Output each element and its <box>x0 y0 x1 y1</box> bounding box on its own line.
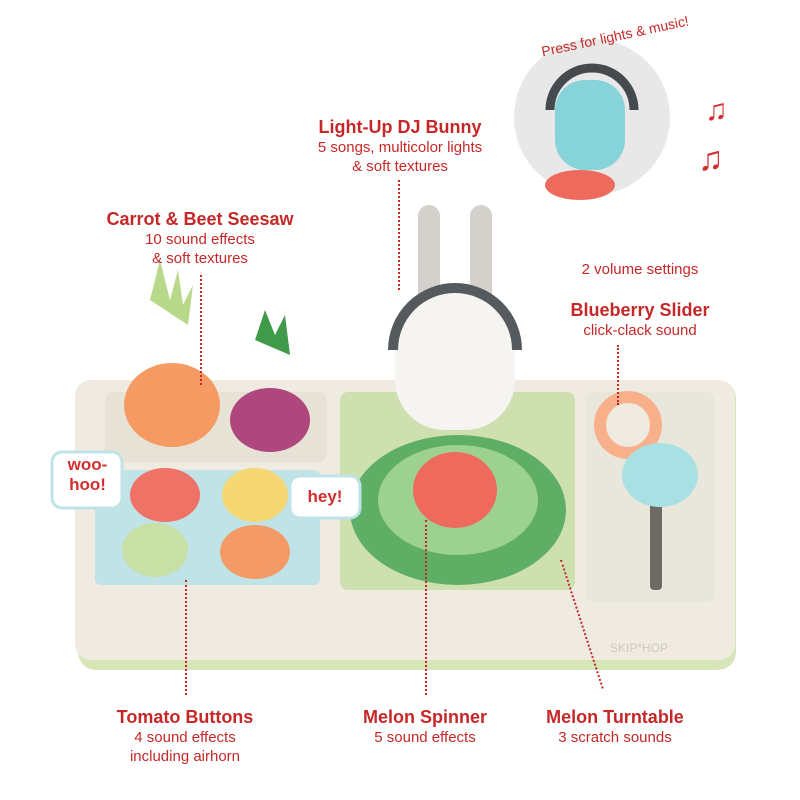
callout-line: 3 scratch sounds <box>558 729 672 746</box>
beet-leaves <box>255 310 290 355</box>
tomato-button[interactable] <box>130 468 200 522</box>
callout-title: Carrot & Beet Seesaw <box>106 209 294 229</box>
callout-bunny: Light-Up DJ Bunny 5 songs, multicolor li… <box>290 117 510 176</box>
callout-title: Light-Up DJ Bunny <box>318 117 482 137</box>
leader-line <box>398 180 400 290</box>
carrot-leaves <box>150 260 193 325</box>
carrot <box>124 363 220 447</box>
bubble-text-right: hey! <box>307 487 343 506</box>
callout-title: Melon Turntable <box>546 707 684 727</box>
callout-title: Melon Spinner <box>362 707 487 727</box>
inset-melon <box>545 170 615 200</box>
callout-turntable: Melon Turntable 3 scratch sounds <box>515 707 715 747</box>
beet <box>230 388 310 452</box>
music-note-icon: ♫ <box>698 140 724 178</box>
callout-line: 5 songs, multicolor lights <box>317 139 483 156</box>
inset-bunny <box>555 80 625 170</box>
logo: SKIP*HOP <box>610 641 668 655</box>
leader-line <box>617 345 619 405</box>
dj-bunny[interactable] <box>395 290 515 430</box>
tomato-button[interactable] <box>220 525 290 579</box>
slider-track <box>650 500 662 590</box>
tomato-button[interactable] <box>222 468 288 522</box>
callout-line: including airhorn <box>129 748 241 765</box>
callout-line: click-clack sound <box>583 322 697 339</box>
callout-line: 10 sound effects <box>145 231 255 248</box>
inset-headphones <box>545 63 639 111</box>
callout-line: 4 sound effects <box>134 729 236 746</box>
speech-bubble-right <box>288 474 362 520</box>
blueberry-slider[interactable] <box>622 443 698 507</box>
speech-bubble-left <box>50 450 124 510</box>
leader-line <box>425 520 427 695</box>
tomato-button[interactable] <box>122 523 188 577</box>
callout-line: 5 sound effects <box>374 729 476 746</box>
speaker <box>606 403 650 447</box>
callout-seesaw: Carrot & Beet Seesaw 10 sound effects & … <box>90 209 310 268</box>
callout-volume: 2 volume settings <box>540 260 740 279</box>
callout-line: 2 volume settings <box>581 261 699 278</box>
callout-tomato: Tomato Buttons 4 sound effects including… <box>85 707 285 766</box>
callout-slider: Blueberry Slider click-clack sound <box>540 300 740 340</box>
callout-title: Blueberry Slider <box>570 300 710 320</box>
callout-line: & soft textures <box>152 250 248 267</box>
callout-spinner: Melon Spinner 5 sound effects <box>330 707 520 747</box>
leader-line <box>185 580 187 695</box>
melon-spinner[interactable] <box>413 452 497 528</box>
callout-title: Tomato Buttons <box>116 707 254 727</box>
bubble-text-left: woo-hoo! <box>67 455 108 494</box>
headphones <box>388 283 522 351</box>
music-notes-icon: ♫ <box>705 94 728 127</box>
callout-line: & soft textures <box>352 158 448 175</box>
leader-line <box>200 275 202 385</box>
